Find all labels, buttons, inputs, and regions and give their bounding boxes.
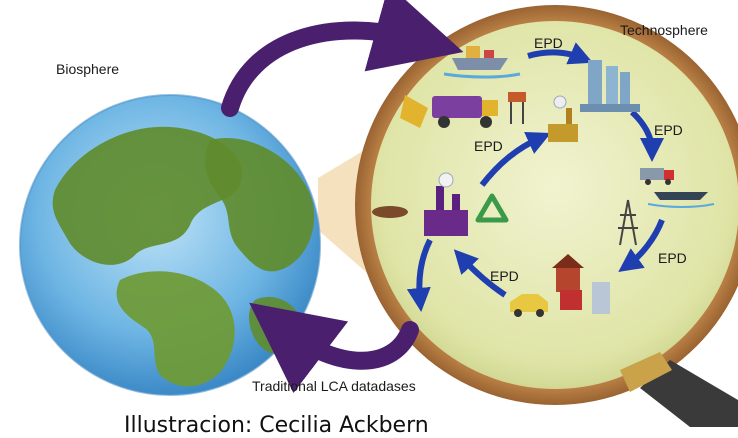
cycle-arrow-2 xyxy=(629,109,664,162)
technosphere-label: Technosphere xyxy=(620,22,708,38)
landmass-east xyxy=(205,138,315,272)
shoe-icon xyxy=(372,206,408,218)
illustration-credit: Illustracion: Cecilia Ackbern xyxy=(124,413,429,438)
magnifier-handle xyxy=(620,352,738,427)
epd-label-right-lower: EPD xyxy=(658,250,687,266)
traditional-lca-label: Traditional LCA datadases xyxy=(252,378,416,394)
oil-rig-icon xyxy=(508,92,526,124)
landmass-north xyxy=(52,126,243,265)
lca-illustration xyxy=(19,0,738,427)
cycle-arrow-4 xyxy=(453,249,507,298)
biosphere-label: Biosphere xyxy=(56,61,120,77)
truck-icon xyxy=(640,168,674,185)
epd-label-left: EPD xyxy=(474,138,503,154)
epd-label-bottom: EPD xyxy=(490,268,519,284)
factory-icon xyxy=(424,172,468,236)
earth-globe xyxy=(19,94,321,396)
mining-truck-icon xyxy=(400,95,498,128)
cycle-arrow-1 xyxy=(527,42,594,65)
cycle-arrow-3 xyxy=(618,218,665,272)
arrow-to-biosphere xyxy=(249,302,419,394)
power-pylon-icon xyxy=(618,199,638,246)
cargo-ship-icon xyxy=(647,192,715,208)
houses-icon xyxy=(552,254,610,314)
arrow-to-technosphere xyxy=(221,0,464,117)
refinery-icon xyxy=(580,60,640,112)
cycle-arrow-6 xyxy=(479,132,551,187)
small-factory-icon xyxy=(548,95,578,142)
ship-icon xyxy=(443,46,521,79)
landmass-south xyxy=(116,271,235,387)
car-icon xyxy=(510,294,548,317)
cycle-arrow-5 xyxy=(406,238,433,312)
recycling-icon xyxy=(475,193,509,223)
magnifier-lens xyxy=(371,21,738,389)
epd-label-top: EPD xyxy=(534,35,563,51)
epd-label-right-upper: EPD xyxy=(654,122,683,138)
